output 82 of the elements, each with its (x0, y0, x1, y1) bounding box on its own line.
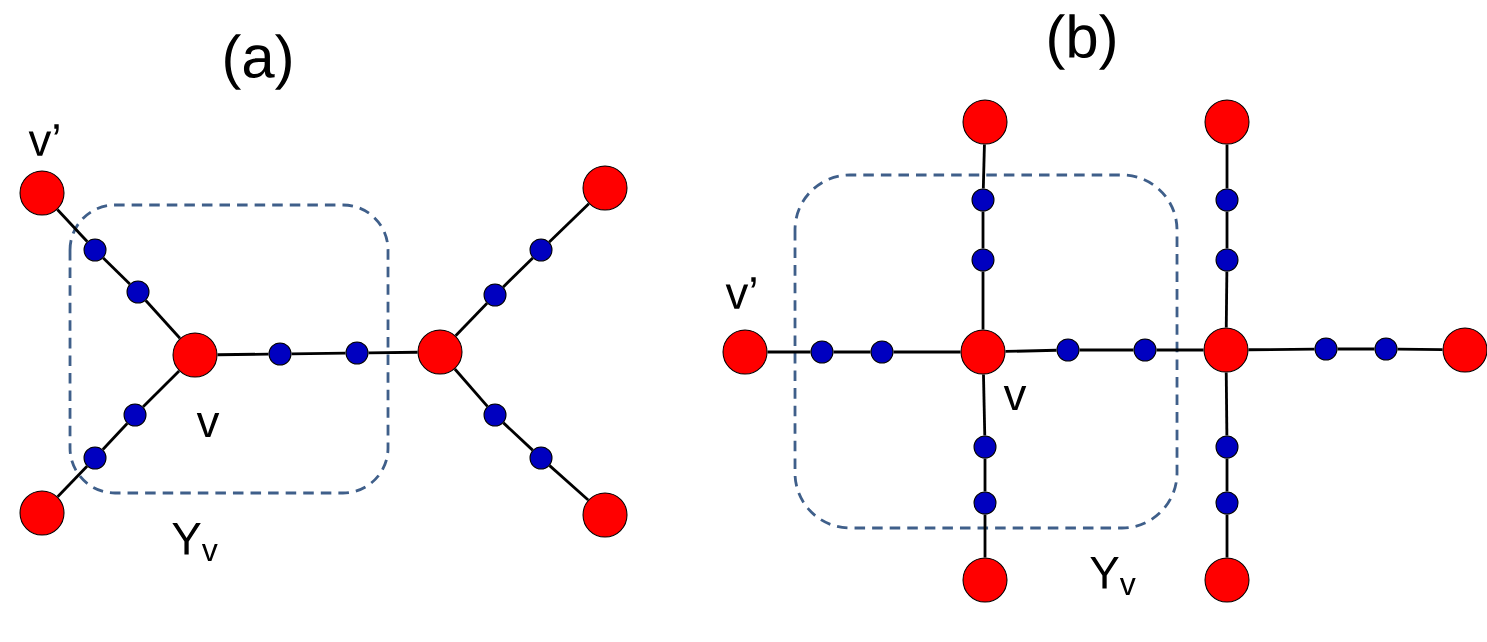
edge-line (1005, 348, 1057, 353)
edge-line (454, 302, 489, 337)
edge-line (548, 202, 590, 243)
edge-line (453, 368, 489, 408)
dot-circle (1133, 338, 1157, 362)
dot-circle (973, 491, 997, 515)
dot-circle (870, 340, 894, 364)
edge-line (981, 211, 985, 249)
vertex-circle (1204, 99, 1250, 145)
edge-line (1225, 211, 1229, 249)
vertex-label: v’ (28, 124, 59, 156)
edge-line (982, 374, 987, 436)
vertex-label: v’ (725, 277, 756, 309)
vertex-circle (1203, 327, 1249, 373)
panel-label: (b) (1049, 14, 1115, 70)
edge-line (56, 465, 89, 498)
vertex-circle (962, 557, 1008, 603)
vertex-circle (172, 332, 218, 378)
edge-line (833, 350, 871, 354)
dot-circle (529, 446, 553, 470)
panel-label: (a) (225, 34, 291, 90)
dot-circle (126, 280, 150, 304)
edge-line (767, 350, 811, 354)
edge-line (502, 257, 534, 288)
vertex-circle (19, 170, 65, 216)
vertex-label: v (1003, 385, 1027, 411)
region-label: Y$_{v}$ (1090, 557, 1136, 595)
vertex-circle (960, 329, 1006, 375)
edge-line (981, 144, 986, 189)
edge-line (368, 350, 418, 355)
edge-line (56, 208, 89, 243)
dot-circle (973, 435, 997, 459)
edge-line (1397, 347, 1443, 352)
edge-line (1224, 372, 1229, 436)
vertex-circle (1204, 557, 1250, 603)
edge-line (548, 464, 590, 502)
dot-circle (1374, 337, 1398, 361)
dot-circle (529, 238, 553, 262)
edge-line (893, 350, 961, 354)
edge-line (1079, 348, 1134, 352)
dot-circle (1056, 338, 1080, 362)
edge-line (101, 422, 129, 451)
dot-circle (268, 342, 292, 366)
edge-line (983, 458, 987, 492)
vertex-circle (417, 329, 463, 375)
edge-line (502, 421, 534, 452)
vertex-label: v (196, 412, 220, 438)
dot-circle (1215, 491, 1239, 515)
vertex-circle (19, 490, 65, 536)
dot-circle (83, 446, 107, 470)
dot-circle (483, 403, 507, 427)
dot-circle (1314, 337, 1338, 361)
dot-circle (810, 340, 834, 364)
edge-line (1225, 144, 1229, 189)
edge-line (291, 351, 346, 356)
edge-line (983, 514, 987, 558)
edge-line (102, 257, 131, 285)
dot-circle (123, 403, 147, 427)
edge-line (142, 369, 181, 408)
dot-circle (83, 238, 107, 262)
edge-line (1225, 458, 1229, 492)
dot-circle (971, 188, 995, 212)
dot-circle (345, 341, 369, 365)
dot-circle (971, 248, 995, 272)
edge-line (1248, 347, 1315, 352)
edge-line (981, 271, 985, 330)
vertex-circle (962, 99, 1008, 145)
dot-circle (1215, 435, 1239, 459)
dot-circle (1215, 188, 1239, 212)
edge-line (1225, 514, 1229, 558)
edge-line (1156, 348, 1204, 352)
edge-line (217, 352, 269, 357)
edge-line (144, 299, 181, 340)
vertex-circle (582, 492, 628, 538)
vertex-circle (1442, 327, 1487, 373)
vertex-circle (582, 165, 628, 211)
edge-line (1337, 347, 1375, 351)
region-label: Y$_{v}$ (172, 523, 218, 561)
dot-circle (1215, 248, 1239, 272)
dot-circle (483, 283, 507, 307)
vertex-circle (722, 329, 768, 375)
edge-line (1224, 271, 1229, 328)
